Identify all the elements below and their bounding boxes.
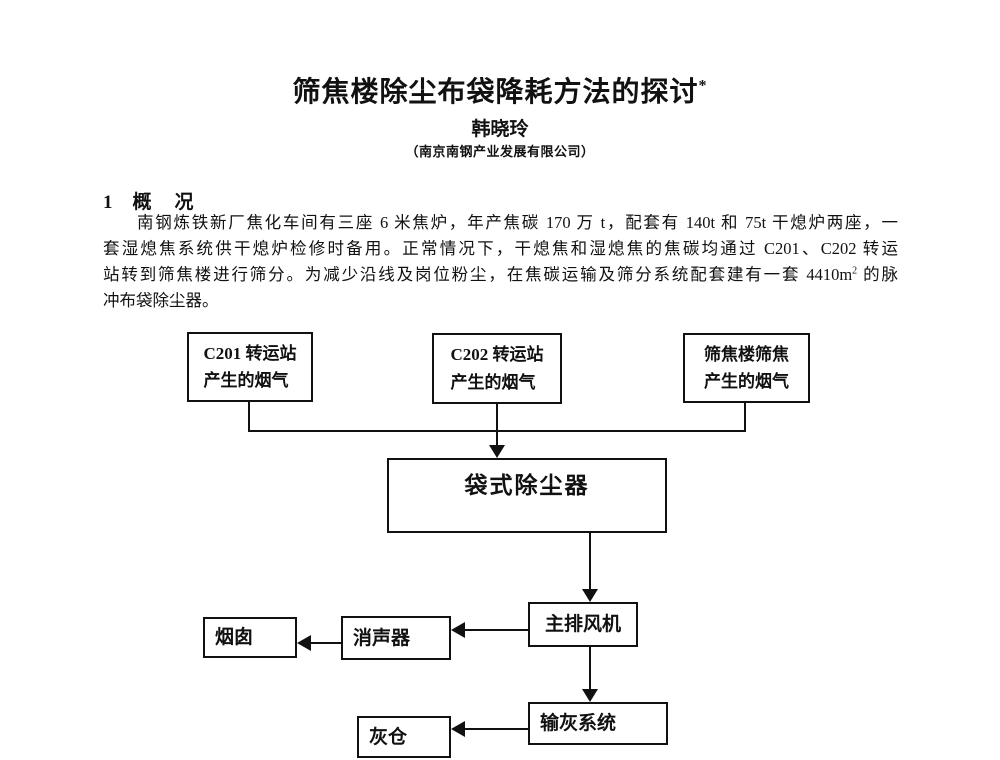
- arrowhead-into-chimney: [297, 635, 311, 651]
- flow-node-chimney: 烟囱: [203, 617, 297, 658]
- author-affiliation: （南京南钢产业发展有限公司）: [405, 144, 595, 159]
- connector-silencer-to-chimney: [311, 642, 341, 644]
- arrowhead-into-collector: [489, 445, 505, 458]
- arrowhead-into-fan: [582, 589, 598, 602]
- flow-node-main-exhaust-fan: 主排风机: [528, 602, 638, 647]
- paragraph-line-3: 站转到筛焦楼进行筛分。为减少沿线及岗位粉尘，在焦碳运输及筛分系统配套建有一套 4…: [103, 262, 898, 288]
- author-name: 韩晓玲: [471, 119, 529, 140]
- connector-fan-to-silencer: [465, 629, 528, 631]
- paragraph-line-2: 套湿熄焦系统供干熄炉检修时备用。正常情况下，干熄焦和湿熄焦的焦碳均通过 C201…: [103, 239, 898, 258]
- paragraph-line-3-text: 站转到筛焦楼进行筛分。为减少沿线及岗位粉尘，在焦碳运输及筛分系统配套建有一套 4…: [103, 265, 853, 284]
- flow-node-sieving-flue-gas: 筛焦楼筛焦 产生的烟气: [683, 333, 810, 403]
- paper-title-text: 筛焦楼除尘布袋降耗方法的探讨: [292, 77, 699, 108]
- flow-node-c201-flue-gas: C201 转运站 产生的烟气: [187, 332, 313, 402]
- flow-node-ash-conveying-system: 输灰系统: [528, 702, 668, 745]
- connector-collector-to-fan: [589, 533, 591, 590]
- square-meter-superscript: 2: [852, 265, 858, 277]
- paper-title: 筛焦楼除尘布袋降耗方法的探讨*: [0, 70, 1000, 110]
- flow-node-c202-flue-gas: C202 转运站 产生的烟气: [432, 333, 562, 404]
- paragraph-line-4: 冲布袋除尘器。: [103, 291, 219, 310]
- section-number: 1: [103, 192, 113, 213]
- connector-fan-to-ash-system: [589, 647, 591, 690]
- section-title: 概 况: [132, 192, 196, 213]
- connector-c202-drop: [496, 404, 498, 432]
- flow-node-ash-bin: 灰仓: [357, 716, 451, 758]
- paragraph-line-3-tail: 的脉: [857, 265, 898, 284]
- arrowhead-into-ash-bin: [451, 721, 465, 737]
- paragraph-line-1: 南钢炼铁新厂焦化车间有三座 6 米焦炉，年产焦碳 170 万 t，配套有 140…: [137, 213, 898, 232]
- title-footnote-mark: *: [698, 77, 708, 95]
- flow-node-silencer: 消声器: [341, 616, 451, 660]
- section-heading: 1 概 况: [103, 187, 196, 214]
- connector-ash-system-to-ash-bin: [465, 728, 528, 730]
- connector-c201-drop: [248, 402, 250, 432]
- arrowhead-into-ash-system: [582, 689, 598, 702]
- intro-paragraph: 南钢炼铁新厂焦化车间有三座 6 米焦炉，年产焦碳 170 万 t，配套有 140…: [103, 210, 898, 316]
- connector-rail-to-collector: [496, 432, 498, 447]
- flow-node-bag-dust-collector: 袋式除尘器: [387, 458, 667, 533]
- connector-sieve-drop: [744, 403, 746, 432]
- connector-collector-rail: [248, 430, 746, 432]
- arrowhead-into-silencer: [451, 622, 465, 638]
